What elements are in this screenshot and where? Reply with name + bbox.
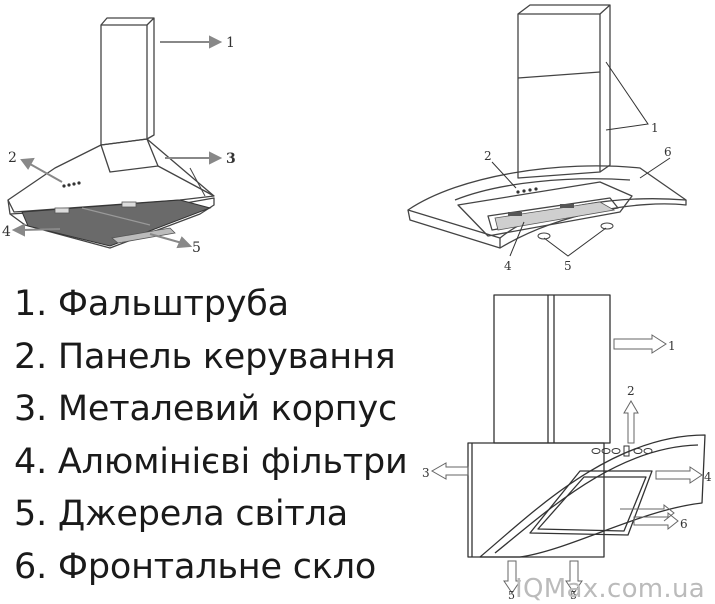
legend-item: 3. Металевий корпус — [14, 383, 408, 436]
leader-2 — [491, 161, 517, 189]
filter-window — [529, 470, 653, 536]
callout-5: 5 — [564, 259, 572, 273]
control-button — [643, 448, 653, 454]
arrowhead-icon — [209, 151, 223, 165]
legend-text: 5. Джерела світла — [14, 494, 349, 535]
arrow-1 — [613, 334, 667, 354]
callout-3: 3 — [422, 466, 430, 480]
callout-5a: 5 — [508, 589, 515, 600]
callout-1: 1 — [651, 121, 659, 135]
callout-5b: 5 — [570, 589, 577, 600]
control-button — [633, 448, 643, 454]
legend-text: 3. Металевий корпус — [14, 389, 398, 430]
legend-text: 6. Фронтальне скло — [14, 546, 377, 587]
light-icon — [537, 232, 551, 240]
control-button — [528, 188, 532, 192]
filter-slot — [54, 207, 70, 214]
arrow-2 — [29, 163, 63, 183]
hood-body — [467, 442, 605, 558]
callout-4: 4 — [704, 470, 712, 484]
control-button — [591, 448, 601, 454]
light-icon — [600, 222, 614, 230]
arrow-6b — [620, 503, 675, 522]
glass-canopy — [407, 165, 687, 239]
arrowhead-icon — [11, 223, 25, 237]
callout-4: 4 — [504, 259, 512, 273]
chimney-side — [100, 17, 155, 140]
arrow-4 — [655, 466, 703, 484]
chimney-front — [100, 24, 148, 146]
arrow-6 — [633, 511, 679, 531]
legend-text: 4. Алюмінієві фільтри — [14, 441, 408, 482]
callout-2: 2 — [627, 384, 635, 398]
glass-panel — [479, 434, 706, 558]
canopy-ridge-left — [100, 144, 159, 173]
leader-6 — [639, 157, 671, 179]
chimney-joint — [517, 71, 601, 79]
arrowhead-icon — [20, 157, 35, 170]
control-button — [522, 189, 526, 193]
callout-3: 3 — [226, 151, 236, 167]
parts-legend: 1. Фальштруба 2. Панель керування 3. Мет… — [14, 278, 408, 594]
watermark: IQMax.com.ua — [515, 574, 705, 604]
arrowhead-icon — [176, 236, 193, 249]
legend-item: 4. Алюмінієві фільтри — [14, 436, 408, 489]
leader-3 — [189, 167, 206, 197]
arrow-2 — [623, 400, 639, 444]
callout-6: 6 — [664, 145, 672, 159]
hood-body — [457, 181, 633, 237]
control-button — [611, 448, 621, 454]
control-button — [516, 190, 520, 194]
legend-text: 2. Панель керування — [14, 336, 396, 377]
arrow-3 — [430, 462, 469, 480]
inclined-hood-diagram: 1 2 3 4 6 5 5 — [422, 294, 712, 600]
callout-1: 1 — [226, 35, 235, 51]
callout-2: 2 — [8, 150, 17, 166]
glass-inner — [454, 178, 631, 201]
control-button — [72, 182, 76, 186]
control-button — [601, 448, 611, 454]
leader-4 — [509, 221, 525, 257]
chimney-hood-diagram: 1 2 3 4 5 — [2, 17, 236, 256]
control-button — [77, 181, 81, 185]
filter-divider — [81, 207, 151, 226]
legend-item: 6. Фронтальне скло — [14, 541, 408, 594]
callout-2: 2 — [484, 149, 492, 163]
arrow-5b — [565, 560, 583, 594]
arrow-5 — [149, 233, 183, 244]
callout-4: 4 — [2, 224, 11, 240]
legend-item: 1. Фальштруба — [14, 278, 408, 331]
chimney-side — [517, 4, 611, 173]
callout-6: 6 — [680, 517, 688, 531]
arrowhead-icon — [209, 35, 223, 49]
chimney-front — [493, 294, 611, 444]
callout-1: 1 — [668, 339, 676, 353]
filter-window-inner — [537, 476, 647, 532]
arrow-4 — [21, 228, 61, 231]
legend-item: 2. Панель керування — [14, 331, 408, 384]
filter-slot — [508, 212, 522, 216]
chimney-front — [517, 13, 601, 179]
arrow-5a — [503, 560, 521, 594]
legend-text: 1. Фальштруба — [14, 284, 289, 324]
light-strip — [111, 227, 176, 244]
callout-5: 5 — [192, 240, 201, 256]
control-button — [534, 187, 538, 191]
leader-5 — [543, 227, 607, 257]
filter-slot — [560, 204, 574, 208]
control-button — [62, 184, 66, 188]
glass-inner — [494, 444, 699, 554]
legend-item: 5. Джерела світла — [14, 488, 408, 541]
control-button — [67, 183, 71, 187]
glass-canopy-hood-diagram: 1 2 6 4 5 — [407, 4, 687, 273]
filter-slot — [121, 201, 137, 208]
leader-1 — [605, 61, 649, 131]
control-display — [623, 445, 630, 457]
